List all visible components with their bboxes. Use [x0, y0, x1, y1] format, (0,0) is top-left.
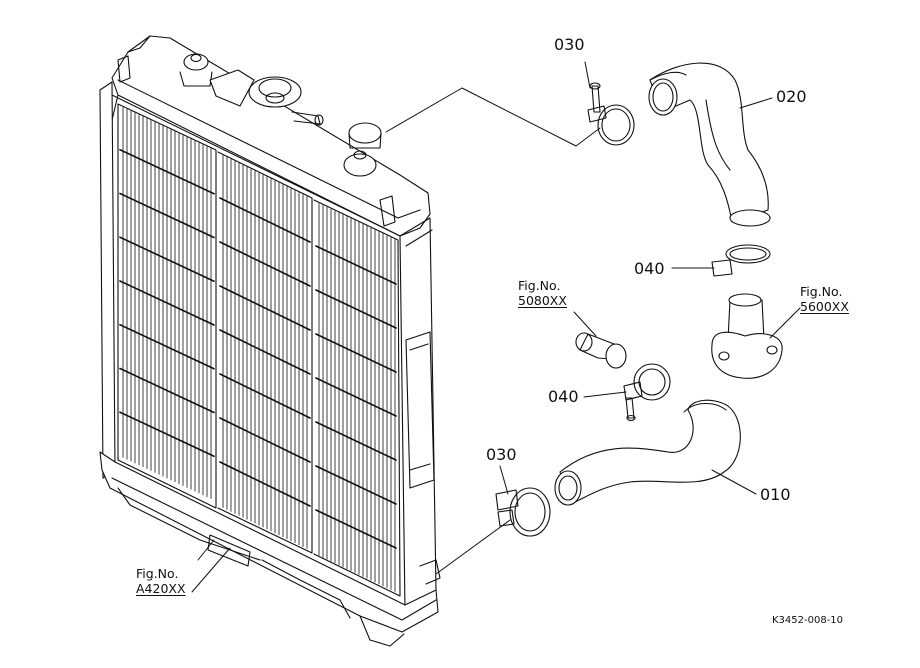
radiator-fin-band: [315, 289, 397, 329]
bypass-hose: [575, 332, 627, 369]
figref-5600xx-prefix: Fig.No.: [800, 284, 843, 299]
radiator-fin-band: [119, 411, 215, 458]
figref-a420xx-number: A420XX: [136, 581, 186, 596]
radiator-fin-band: [219, 197, 311, 243]
lower-clamp-040: [623, 363, 671, 422]
callout-030-upper: 030: [554, 35, 585, 54]
radiator-bottom-tank: [99, 451, 439, 633]
radiator-fin-band: [119, 192, 215, 239]
radiator-fin-band: [219, 373, 311, 419]
figref-5600xx-number: 5600XX: [800, 299, 849, 314]
upper-clamp-030: [587, 82, 635, 146]
radiator-fin-band: [315, 333, 397, 373]
figref-a420xx-prefix: Fig.No.: [136, 566, 179, 581]
lower-clamp-030: [495, 487, 551, 537]
callout-030-lower: 030: [486, 445, 517, 464]
lower-hose-010: [554, 399, 741, 506]
radiator-fin-band: [315, 421, 397, 461]
figref-a420xx: Fig.No. A420XX: [136, 566, 186, 596]
radiator-fin-band: [315, 465, 397, 505]
thermostat-housing: [711, 293, 783, 379]
radiator-fin-band: [315, 245, 397, 285]
figref-5080xx-number: 5080XX: [518, 293, 567, 308]
radiator-fin-band: [119, 280, 215, 326]
radiator-fin-band: [219, 461, 311, 507]
drawing-code: K3452-008-10: [772, 615, 844, 626]
callout-040-upper: 040: [634, 259, 665, 278]
upper-hose-020: [648, 62, 771, 227]
radiator-core-frame: [99, 81, 116, 479]
radiator-cap: [248, 76, 302, 108]
upper-inlet-neck: [348, 122, 382, 144]
radiator-fin-band: [315, 377, 397, 417]
radiator-fin-band: [219, 417, 311, 463]
leader-lines: [191, 61, 801, 593]
figref-5600xx: Fig.No. 5600XX: [800, 284, 849, 314]
callout-020: 020: [776, 87, 807, 106]
radiator-fin-band: [119, 323, 215, 370]
mid-clamp-040: [711, 244, 771, 277]
radiator-fin-band: [219, 241, 311, 287]
callout-010: 010: [760, 485, 791, 504]
radiator-fin-band: [119, 367, 215, 414]
figref-5080xx: Fig.No. 5080XX: [518, 278, 567, 308]
figref-5080xx-prefix: Fig.No.: [518, 278, 561, 293]
radiator-fin-band: [219, 329, 311, 375]
radiator-fin-band: [315, 509, 397, 549]
radiator-assembly: [99, 35, 441, 647]
radiator-fin-band: [119, 148, 215, 195]
radiator-fin-band: [119, 236, 215, 283]
radiator-fins: [119, 107, 397, 592]
callout-040-lower: 040: [548, 387, 579, 406]
radiator-fin-band: [219, 285, 311, 331]
